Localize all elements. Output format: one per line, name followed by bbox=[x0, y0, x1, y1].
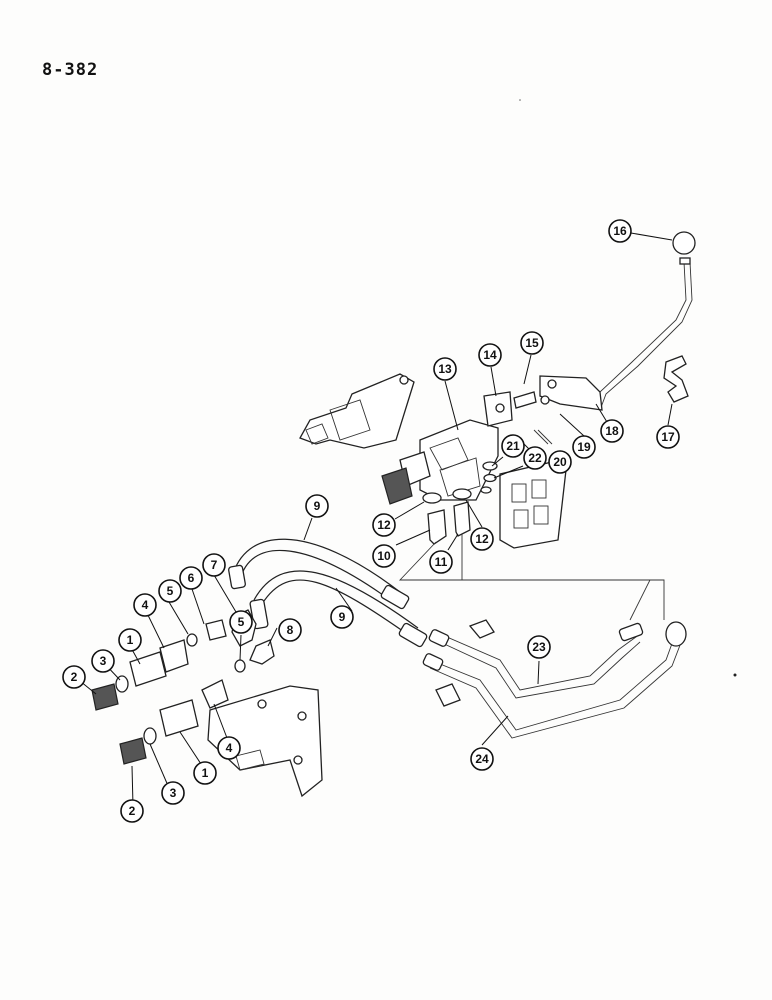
routing-lines bbox=[398, 534, 665, 621]
svg-text:24: 24 bbox=[475, 752, 489, 766]
lever-knob bbox=[672, 231, 696, 255]
callout-24: 24 bbox=[470, 747, 494, 771]
bracket-4 bbox=[159, 639, 189, 673]
callout-1a: 1 bbox=[118, 628, 142, 652]
svg-text:15: 15 bbox=[525, 336, 539, 350]
svg-text:2: 2 bbox=[129, 804, 136, 818]
svg-text:4: 4 bbox=[142, 598, 149, 612]
callout-7: 7 bbox=[202, 553, 226, 577]
seal-3 bbox=[115, 675, 129, 693]
control-valve-body bbox=[381, 391, 537, 505]
callout-3b: 3 bbox=[161, 781, 185, 805]
callout-12a: 12 bbox=[372, 513, 396, 537]
page-number: 8-382 bbox=[42, 60, 99, 80]
callout-9b: 9 bbox=[330, 605, 354, 629]
callout-11: 11 bbox=[429, 550, 453, 574]
svg-text:13: 13 bbox=[438, 362, 452, 376]
coupler-upper bbox=[91, 609, 257, 711]
callout-9a: 9 bbox=[305, 494, 329, 518]
callout-13: 13 bbox=[433, 357, 457, 381]
callout-8: 8 bbox=[278, 618, 302, 642]
svg-text:12: 12 bbox=[377, 518, 391, 532]
svg-text:3: 3 bbox=[170, 786, 177, 800]
cap-2 bbox=[91, 683, 119, 711]
svg-text:20: 20 bbox=[553, 455, 567, 469]
callout-17: 17 bbox=[656, 425, 680, 449]
svg-text:1: 1 bbox=[127, 633, 134, 647]
svg-text:9: 9 bbox=[339, 610, 346, 624]
svg-text:5: 5 bbox=[167, 584, 174, 598]
callout-14: 14 bbox=[478, 343, 502, 367]
fittings-10-11-12 bbox=[422, 488, 472, 545]
o-ring bbox=[452, 488, 472, 500]
svg-text:4: 4 bbox=[226, 741, 233, 755]
control-lever bbox=[539, 231, 696, 411]
callout-22: 22 bbox=[523, 446, 547, 470]
svg-text:23: 23 bbox=[532, 640, 546, 654]
control-valve-ghost bbox=[299, 373, 415, 449]
callout-4b: 4 bbox=[217, 736, 241, 760]
svg-text:12: 12 bbox=[475, 532, 489, 546]
svg-text:2: 2 bbox=[71, 670, 78, 684]
callout-16: 16 bbox=[608, 219, 632, 243]
valve-spool bbox=[381, 467, 413, 505]
callout-1b: 1 bbox=[193, 761, 217, 785]
callout-19: 19 bbox=[572, 435, 596, 459]
svg-text:1: 1 bbox=[202, 766, 209, 780]
tube-clip bbox=[468, 619, 495, 639]
bracket-4b bbox=[201, 679, 229, 709]
svg-text:16: 16 bbox=[613, 224, 627, 238]
callout-2a: 2 bbox=[62, 665, 86, 689]
adapter-6 bbox=[205, 619, 227, 641]
callout-12b: 12 bbox=[470, 527, 494, 551]
svg-text:11: 11 bbox=[435, 555, 448, 569]
svg-text:10: 10 bbox=[377, 549, 391, 563]
svg-text:5: 5 bbox=[238, 615, 245, 629]
callout-5b: 5 bbox=[229, 610, 253, 634]
seal-3b bbox=[143, 727, 157, 745]
svg-text:9: 9 bbox=[314, 499, 321, 513]
coupler-1 bbox=[129, 651, 167, 687]
steel-tubes bbox=[422, 619, 687, 739]
svg-text:17: 17 bbox=[661, 430, 675, 444]
svg-text:19: 19 bbox=[577, 440, 591, 454]
callout-23: 23 bbox=[527, 635, 551, 659]
svg-text:7: 7 bbox=[211, 558, 218, 572]
hoses bbox=[228, 538, 428, 648]
washer-5 bbox=[186, 633, 198, 647]
o-ring bbox=[422, 492, 442, 504]
callout-20: 20 bbox=[548, 450, 572, 474]
callout-5a: 5 bbox=[158, 579, 182, 603]
lever-rod-inner bbox=[599, 261, 693, 411]
callout-10: 10 bbox=[372, 544, 396, 568]
callout-15: 15 bbox=[520, 331, 544, 355]
small-hardware bbox=[480, 429, 553, 494]
retaining-clip bbox=[663, 355, 689, 403]
valve-end-plate bbox=[499, 461, 567, 549]
svg-text:21: 21 bbox=[506, 439, 520, 453]
svg-text:8: 8 bbox=[287, 623, 294, 637]
callout-3a: 3 bbox=[91, 649, 115, 673]
callout-21: 21 bbox=[501, 434, 525, 458]
callout-2b: 2 bbox=[120, 799, 144, 823]
svg-text:18: 18 bbox=[605, 424, 619, 438]
svg-text:22: 22 bbox=[528, 451, 542, 465]
cap-2b bbox=[119, 737, 147, 765]
svg-text:3: 3 bbox=[100, 654, 107, 668]
fitting-11 bbox=[453, 501, 471, 537]
callout-6: 6 bbox=[179, 566, 203, 590]
callout-4a: 4 bbox=[133, 593, 157, 617]
callout-18: 18 bbox=[600, 419, 624, 443]
coupler-lower bbox=[119, 679, 229, 765]
svg-text:6: 6 bbox=[188, 571, 195, 585]
tube-clip bbox=[435, 683, 461, 707]
fitting-10 bbox=[427, 509, 447, 545]
coupler-1b bbox=[159, 699, 199, 737]
svg-text:14: 14 bbox=[483, 348, 497, 362]
